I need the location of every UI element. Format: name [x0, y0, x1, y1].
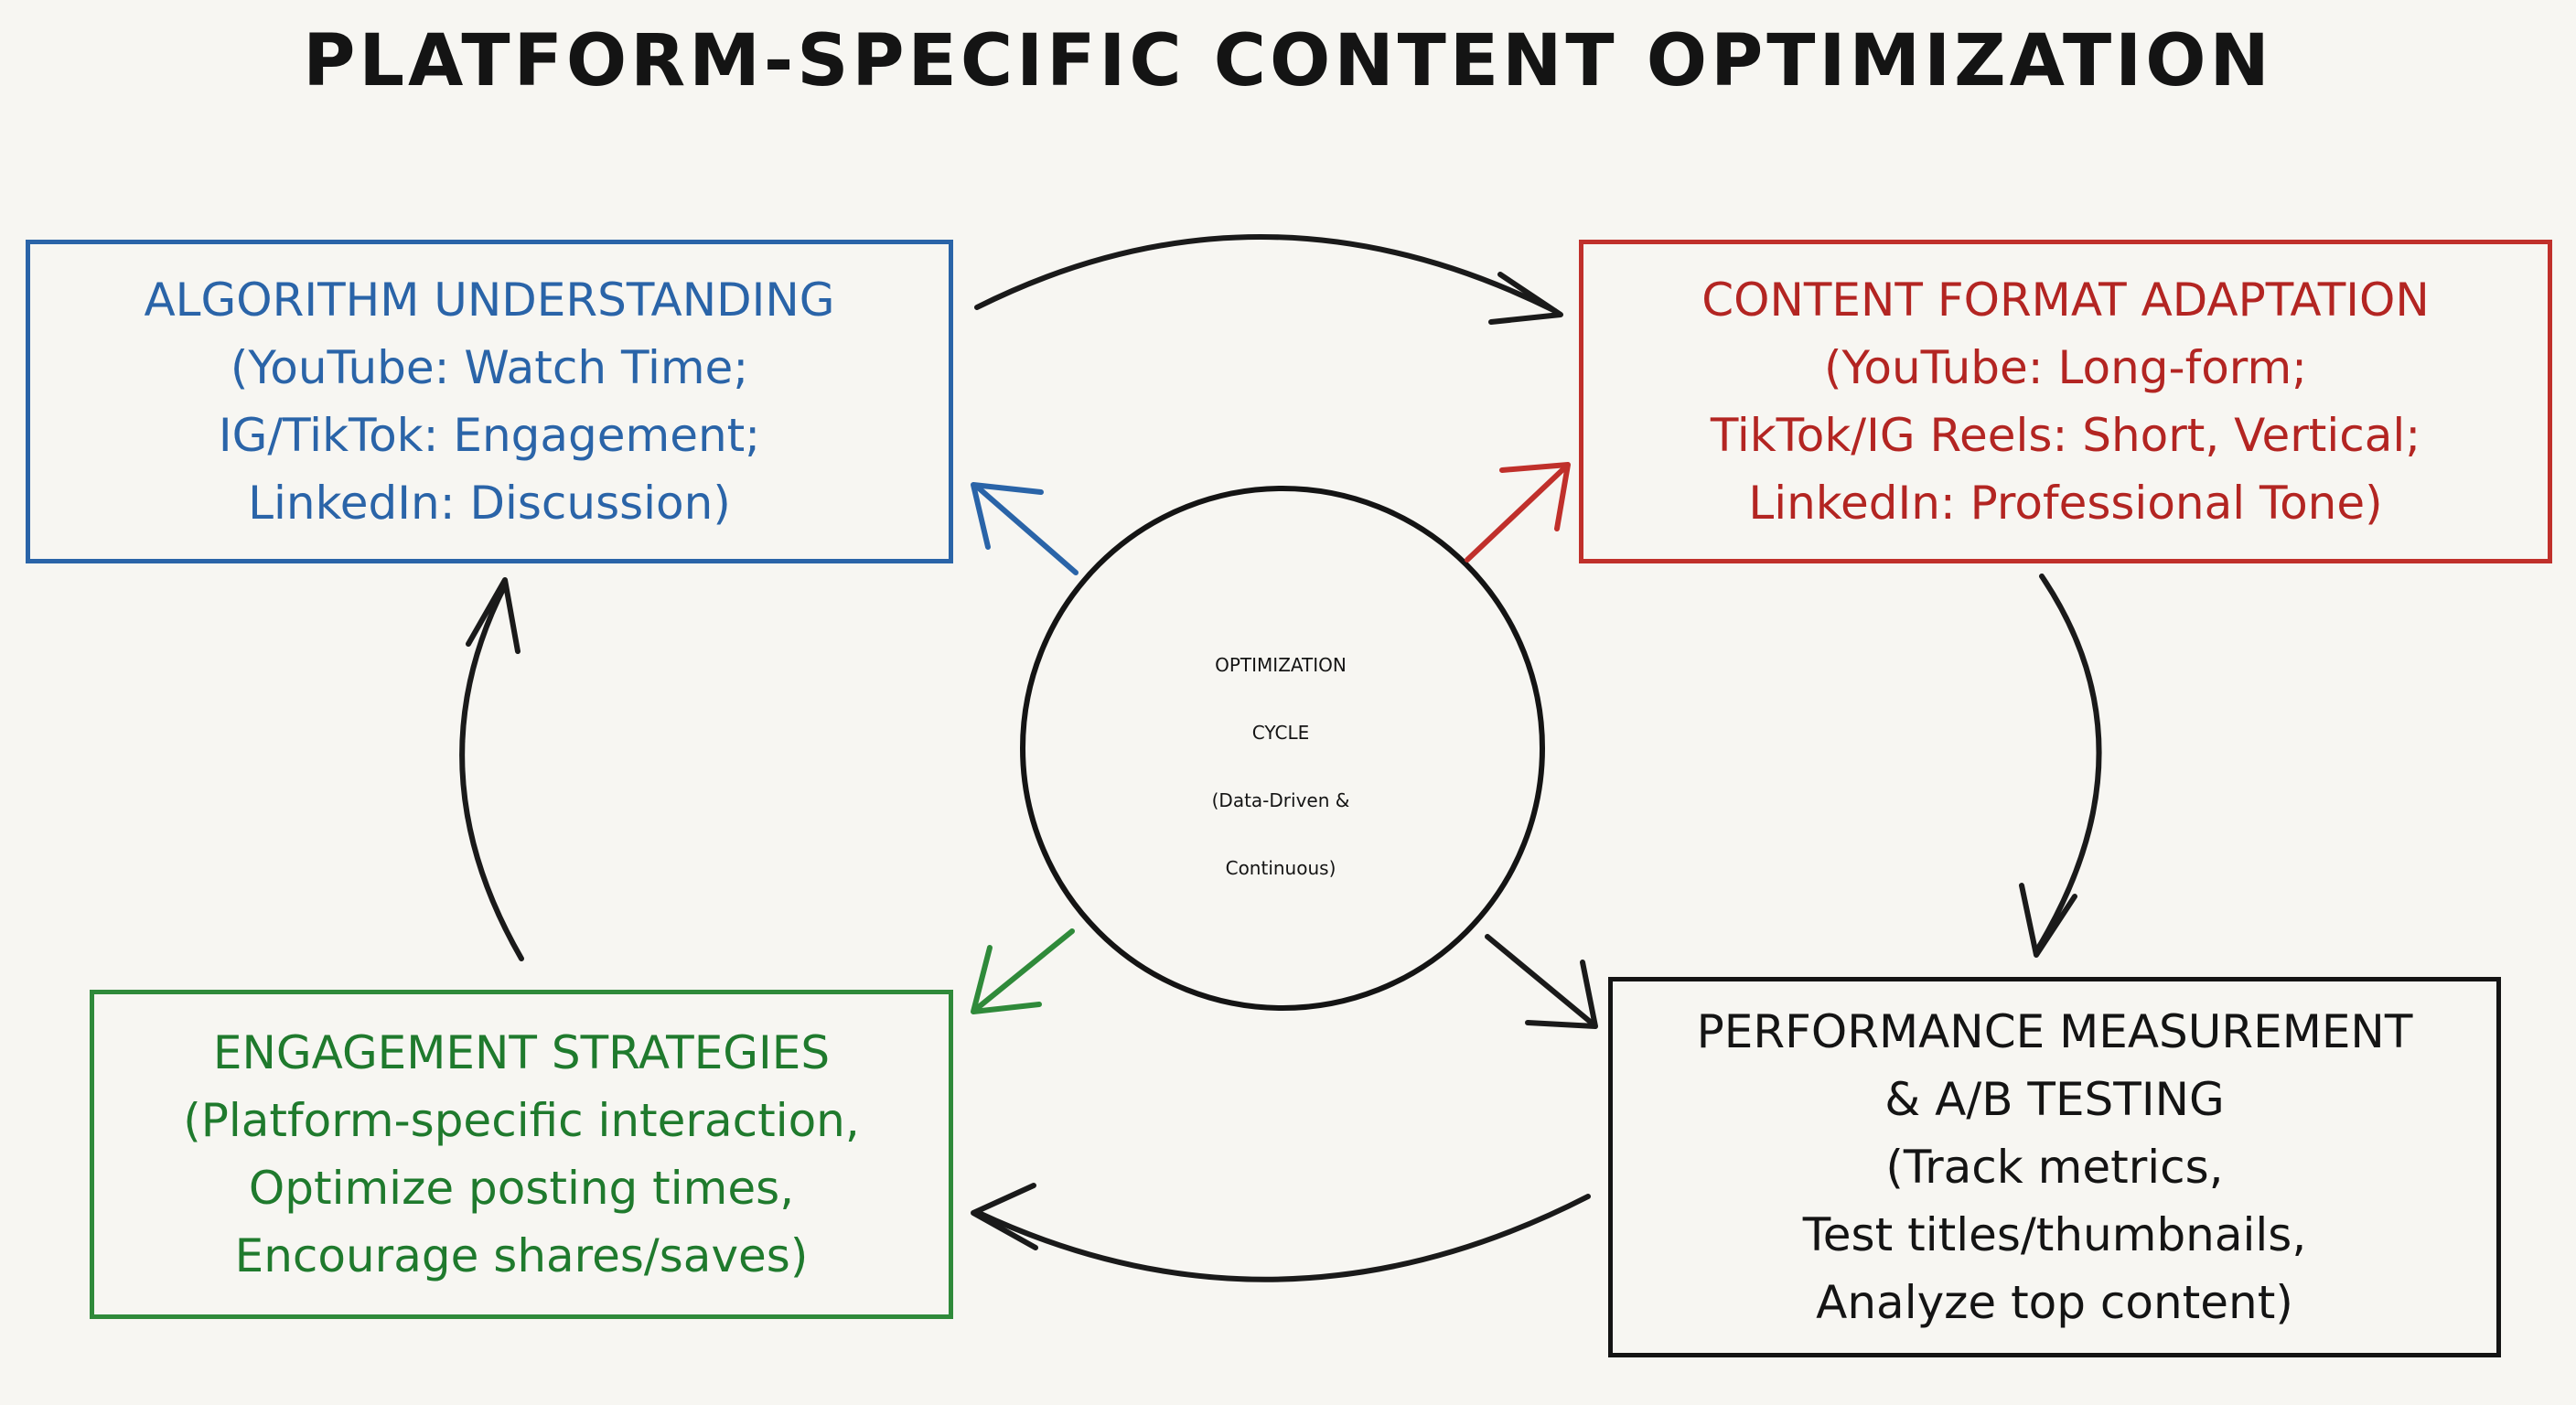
box-algorithm-line-2: IG/TikTok: Engagement;	[218, 409, 761, 462]
box-performance-subheading: & A/B TESTING	[1884, 1073, 2225, 1126]
box-performance-heading: PERFORMANCE MEASUREMENT	[1696, 1005, 2413, 1058]
arrow-performance-to-engagement	[971, 1183, 1591, 1282]
box-engagement-line-3: Encourage shares/saves)	[234, 1229, 809, 1282]
diagram-title: PLATFORM-SPECIFIC CONTENT OPTIMIZATION	[303, 20, 2273, 102]
arrow-engagement-to-algorithm	[459, 577, 524, 961]
box-content-format-adaptation: CONTENT FORMAT ADAPTATION (YouTube: Long…	[1579, 240, 2552, 563]
box-engagement-line-2: Optimize posting times,	[248, 1162, 795, 1215]
box-format-heading: CONTENT FORMAT ADAPTATION	[1701, 273, 2430, 327]
center-label: OPTIMIZATION CYCLE (Data-Driven & Contin…	[1015, 631, 1546, 902]
box-format-line-1: (YouTube: Long-form;	[1823, 341, 2308, 394]
box-engagement-heading: ENGAGEMENT STRATEGIES	[212, 1026, 831, 1079]
box-performance-line-1: (Track metrics,	[1885, 1141, 2224, 1194]
center-label-line-2: CYCLE	[1251, 722, 1310, 744]
spoke-arrow-algorithm	[971, 482, 1079, 575]
box-format-line-3: LinkedIn: Professional Tone)	[1748, 477, 2383, 530]
box-format-line-2: TikTok/IG Reels: Short, Vertical;	[1710, 409, 2421, 462]
center-circle	[1020, 486, 1545, 1011]
arrow-algorithm-to-format	[974, 234, 1563, 325]
box-algorithm-line-1: (YouTube: Watch Time;	[230, 341, 749, 394]
center-label-line-1: OPTIMIZATION	[1215, 654, 1347, 676]
center-label-line-4: Continuous)	[1225, 857, 1336, 879]
box-algorithm-heading: ALGORITHM UNDERSTANDING	[144, 273, 835, 327]
spoke-arrow-format	[1465, 462, 1571, 563]
box-performance-line-3: Analyze top content)	[1816, 1276, 2293, 1329]
center-label-line-3: (Data-Driven &	[1211, 789, 1350, 811]
box-algorithm-line-3: LinkedIn: Discussion)	[248, 477, 731, 530]
box-engagement-line-1: (Platform-specific interaction,	[183, 1094, 860, 1147]
spoke-arrow-engagement	[971, 928, 1075, 1014]
arrow-format-to-performance	[2019, 574, 2102, 958]
box-engagement-strategies: ENGAGEMENT STRATEGIES (Platform-specific…	[90, 990, 953, 1319]
box-performance-measurement: PERFORMANCE MEASUREMENT & A/B TESTING (T…	[1608, 977, 2501, 1357]
box-algorithm-understanding: ALGORITHM UNDERSTANDING (YouTube: Watch …	[26, 240, 953, 563]
spoke-arrow-performance	[1485, 934, 1598, 1029]
box-performance-line-2: Test titles/thumbnails,	[1802, 1208, 2307, 1261]
